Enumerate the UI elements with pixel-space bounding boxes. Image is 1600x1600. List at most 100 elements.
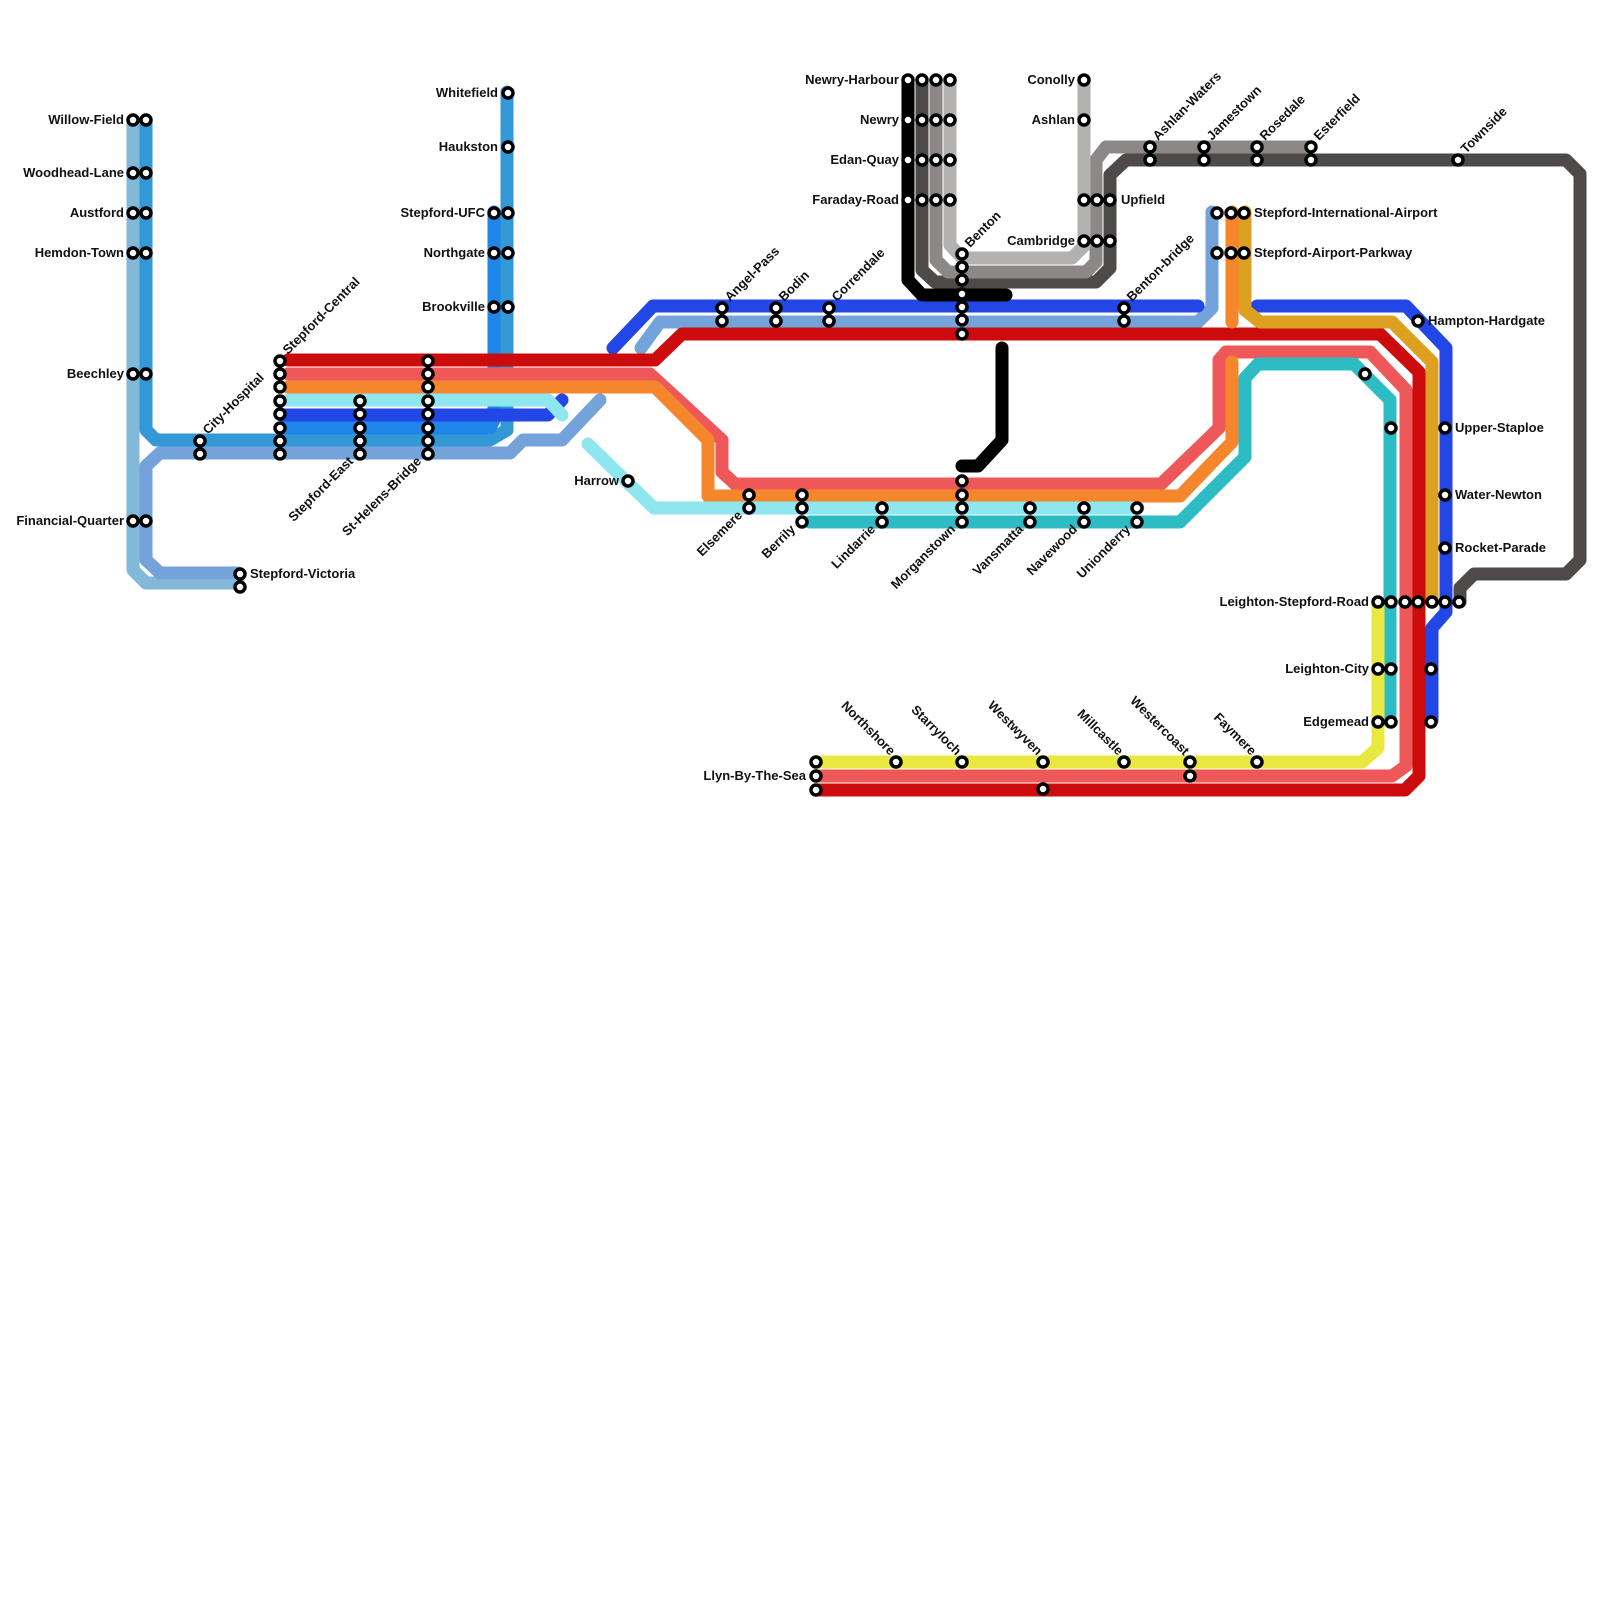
label-esterfield: Esterfield xyxy=(1311,91,1364,144)
label-newry-harbour: Newry-Harbour xyxy=(805,72,899,87)
station-stepford-central[interactable] xyxy=(273,354,287,461)
station-upfield[interactable] xyxy=(1077,193,1117,207)
station-conolly[interactable] xyxy=(1077,73,1091,87)
station-angel-pass[interactable] xyxy=(715,301,729,328)
label-angel-pass: Angel-Pass xyxy=(722,243,783,304)
station-willow-field[interactable] xyxy=(126,113,153,127)
route-line-royal-blue-east xyxy=(606,299,1205,355)
station-ashlan[interactable] xyxy=(1077,113,1091,127)
route-lines xyxy=(126,73,1587,797)
station-whitefield[interactable] xyxy=(501,86,515,100)
label-jamestown: Jamestown xyxy=(1204,82,1265,143)
label-correndale: Correndale xyxy=(829,245,888,304)
station-stepford-victoria[interactable] xyxy=(233,567,247,594)
label-benton-bridge: Benton-bridge xyxy=(1124,231,1197,304)
station-rosedale[interactable] xyxy=(1250,140,1264,167)
station-benton-bridge[interactable] xyxy=(1117,301,1131,328)
station-city-hospital[interactable] xyxy=(193,434,207,461)
label-northgate: Northgate xyxy=(424,245,485,260)
route-line-gold xyxy=(1238,205,1439,609)
station-morganstown[interactable] xyxy=(955,474,969,529)
station-townside[interactable] xyxy=(1451,153,1465,167)
label-westercoast: Westercoast xyxy=(1127,693,1193,759)
station-unnamed-teal[interactable] xyxy=(1358,367,1398,435)
station-lindarrie[interactable] xyxy=(875,501,889,529)
label-stepford-international-airport: Stepford-International-Airport xyxy=(1254,205,1438,220)
route-line-pale-cyan-east xyxy=(581,437,1145,515)
station-haukston[interactable] xyxy=(501,140,515,154)
station-navewood[interactable] xyxy=(1077,501,1091,529)
station-vansmatta[interactable] xyxy=(1023,501,1037,529)
label-navewood: Navewood xyxy=(1024,521,1081,578)
label-city-hospital: City-Hospital xyxy=(200,370,267,437)
label-benton: Benton xyxy=(962,208,1004,250)
station-esterfield[interactable] xyxy=(1304,140,1318,167)
label-leighton-stepford-road: Leighton-Stepford-Road xyxy=(1220,594,1370,609)
station-northgate[interactable] xyxy=(487,246,515,260)
station-hampton-hardgate[interactable] xyxy=(1411,314,1425,328)
label-townside: Townside xyxy=(1458,104,1510,156)
station-benton[interactable] xyxy=(955,247,969,341)
station-ashlan-waters[interactable] xyxy=(1143,140,1157,167)
station-jamestown[interactable] xyxy=(1197,140,1211,167)
station-unionderry[interactable] xyxy=(1130,501,1144,529)
station-newry[interactable] xyxy=(901,113,957,127)
station-bodin[interactable] xyxy=(769,301,783,328)
station-millcastle[interactable] xyxy=(1117,755,1131,769)
label-upper-staploe: Upper-Staploe xyxy=(1455,420,1544,435)
route-line-azure xyxy=(275,205,501,435)
station-edgemead[interactable] xyxy=(1371,715,1438,729)
label-stepford-east: Stepford-East xyxy=(285,453,356,524)
label-morganstown: Morganstown xyxy=(888,521,958,591)
route-line-periwinkle xyxy=(139,513,245,580)
station-llyn-by-the-sea[interactable] xyxy=(809,755,823,797)
station-st-helens-bridge[interactable] xyxy=(421,354,435,461)
label-newry: Newry xyxy=(860,112,900,127)
station-correndale[interactable] xyxy=(822,301,836,328)
station-edan-quay[interactable] xyxy=(901,153,957,167)
station-cambridge[interactable] xyxy=(1077,234,1117,248)
station-faymere[interactable] xyxy=(1250,755,1264,769)
route-line-periwinkle-east xyxy=(634,205,1219,355)
label-austford: Austford xyxy=(70,205,124,220)
route-line-light-blue xyxy=(126,113,245,590)
route-line-dark-red xyxy=(281,327,1426,797)
station-leighton-stepford-road[interactable] xyxy=(1371,595,1466,609)
station-stepford-airport-parkway[interactable] xyxy=(1210,246,1251,260)
label-edan-quay: Edan-Quay xyxy=(830,152,899,167)
label-haukston: Haukston xyxy=(439,139,498,154)
label-cambridge: Cambridge xyxy=(1007,233,1075,248)
station-stepford-ufc[interactable] xyxy=(487,206,515,220)
station-financial-quarter[interactable] xyxy=(126,514,153,528)
label-upfield: Upfield xyxy=(1121,192,1165,207)
label-stepford-ufc: Stepford-UFC xyxy=(401,205,486,220)
station-rocket-parade[interactable] xyxy=(1438,541,1452,555)
station-northshore[interactable] xyxy=(889,755,903,769)
station-austford[interactable] xyxy=(126,206,153,220)
station-water-newton[interactable] xyxy=(1438,488,1452,502)
label-bodin: Bodin xyxy=(776,267,813,304)
label-elsemere: Elsemere xyxy=(694,508,745,559)
station-upper-staploe[interactable] xyxy=(1438,421,1452,435)
label-northshore: Northshore xyxy=(838,698,898,758)
station-beechley[interactable] xyxy=(126,367,153,381)
station-hemdon-town[interactable] xyxy=(126,246,153,260)
label-financial-quarter: Financial-Quarter xyxy=(16,513,124,528)
station-brookville[interactable] xyxy=(487,300,515,314)
station-harrow[interactable] xyxy=(621,474,635,488)
label-willow-field: Willow-Field xyxy=(48,112,124,127)
station-westercoast[interactable] xyxy=(1183,755,1197,783)
station-starryloch[interactable] xyxy=(955,755,969,769)
station-leighton-city[interactable] xyxy=(1371,662,1438,676)
station-stepford-east[interactable] xyxy=(353,394,367,461)
label-edgemead: Edgemead xyxy=(1303,714,1369,729)
station-berrily[interactable] xyxy=(795,488,809,529)
station-faraday-road[interactable] xyxy=(901,193,957,207)
station-stepford-international-airport[interactable] xyxy=(1210,206,1251,220)
route-line-teal xyxy=(803,357,1397,729)
station-elsemere[interactable] xyxy=(742,488,756,515)
station-newry-harbour[interactable] xyxy=(901,73,957,87)
station-westwyven[interactable] xyxy=(1036,755,1050,796)
station-woodhead-lane[interactable] xyxy=(126,166,153,180)
